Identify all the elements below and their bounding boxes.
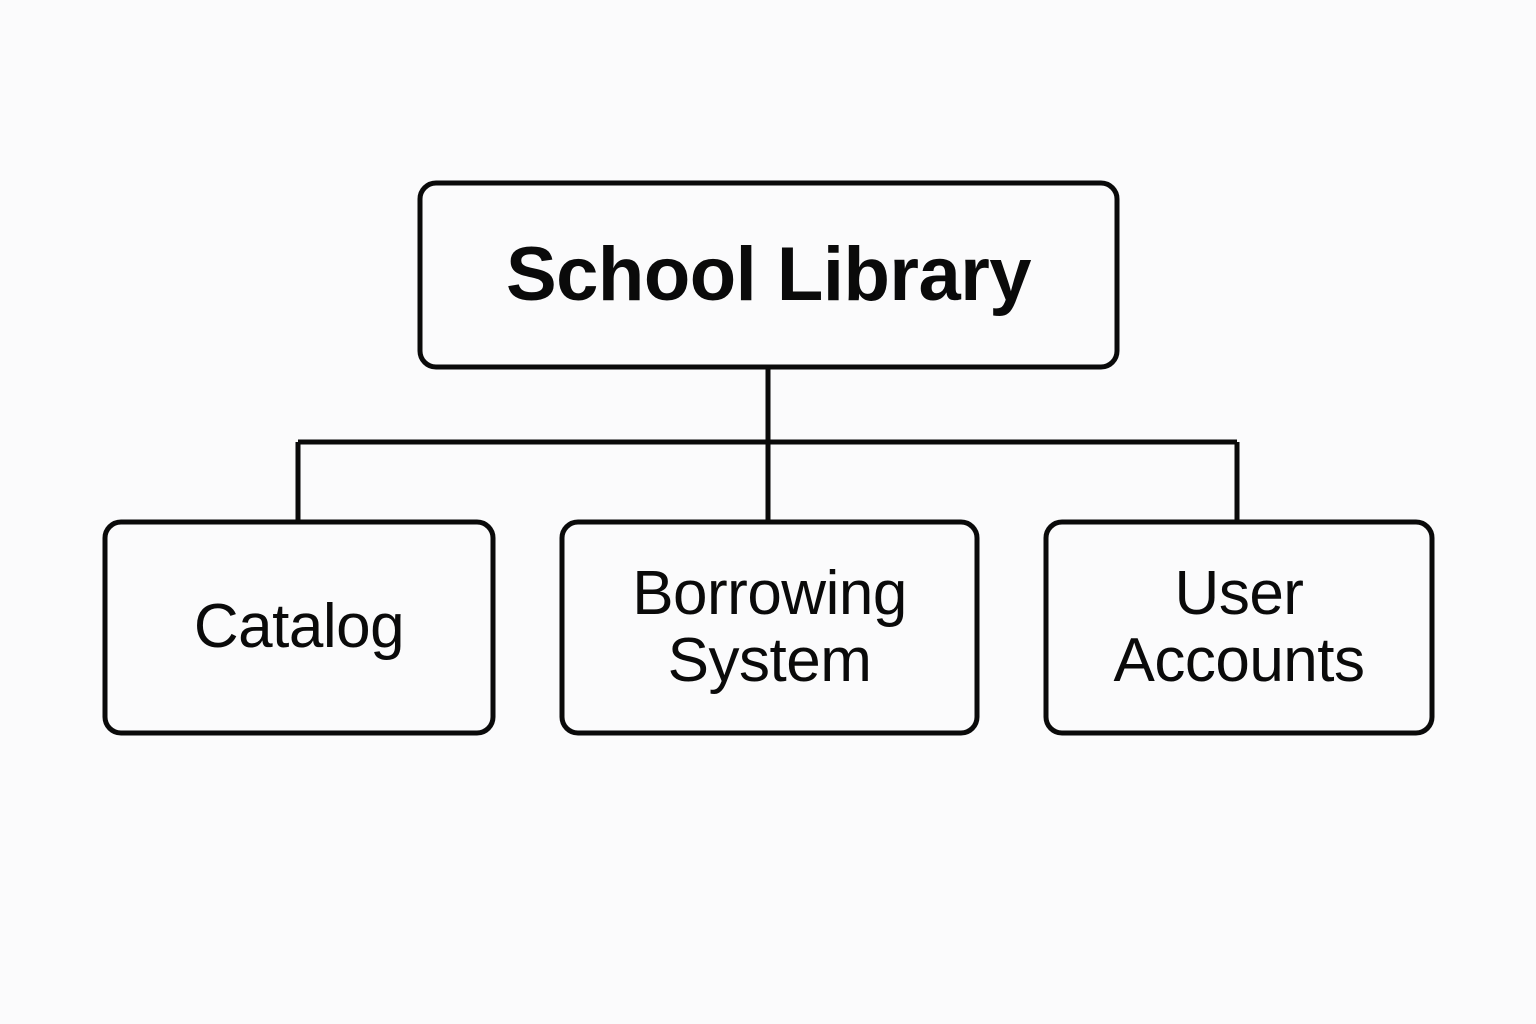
node-label-user-accounts: User Accounts	[1113, 558, 1365, 695]
node-label-catalog: Catalog	[193, 592, 405, 662]
node-box-user-accounts[interactable]	[1043, 519, 1435, 736]
node-box-school-library[interactable]	[417, 180, 1120, 370]
node-box-borrowing-system[interactable]	[559, 519, 980, 736]
node-label-school-library: School Library	[505, 231, 1032, 317]
connector-group	[295, 367, 1240, 522]
node-label-borrowing-system: Borrowing System	[632, 558, 907, 695]
node-box-catalog[interactable]	[102, 519, 496, 736]
